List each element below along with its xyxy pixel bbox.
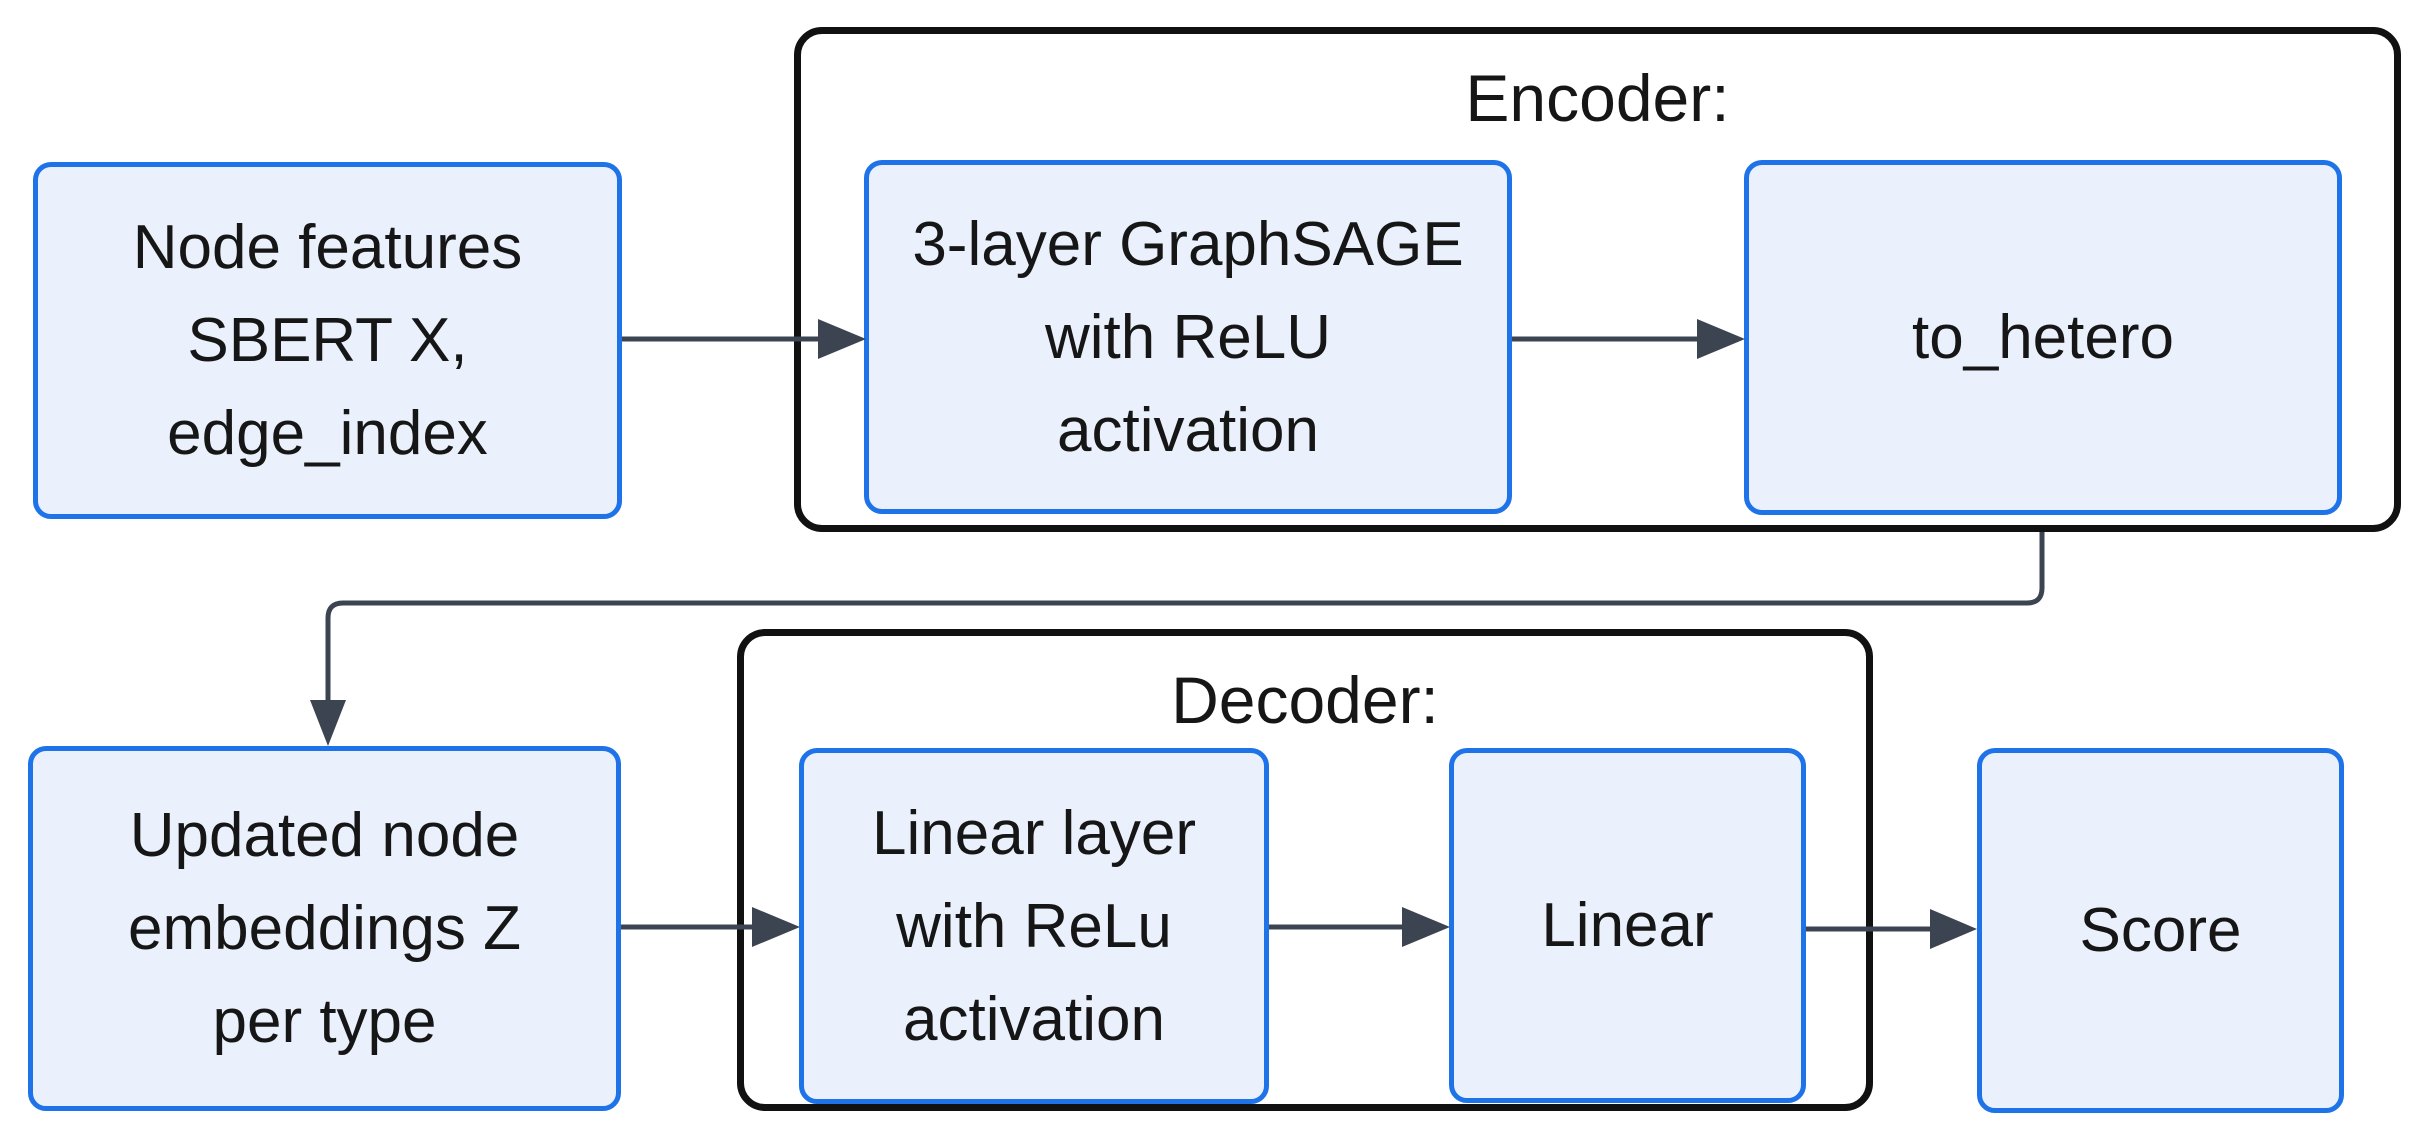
node-to-hetero: to_hetero — [1744, 160, 2342, 515]
arrowhead-icon — [1930, 909, 1977, 949]
node-linear: Linear — [1449, 748, 1806, 1103]
node-linear-line: Linear — [1541, 891, 1714, 960]
node-graphsage-line: 3-layer GraphSAGE — [912, 209, 1464, 279]
node-score-line: Score — [2079, 896, 2242, 965]
node-linear-relu-line: Linear layer — [872, 798, 1196, 868]
node-input-features-line: Node features — [132, 213, 523, 282]
arrowhead-icon — [310, 700, 346, 746]
node-graphsage-line: activation — [1057, 395, 1319, 465]
node-linear-relu: Linear layer with ReLu activation — [799, 748, 1269, 1104]
node-input-features: Node features SBERT X, edge_index — [33, 162, 622, 519]
node-updated-embeddings-line: embeddings Z — [128, 894, 521, 963]
encoder-group-label: Encoder: — [1465, 61, 1730, 135]
decoder-group-label: Decoder: — [1171, 663, 1439, 737]
node-input-features-line: SBERT X, — [187, 306, 468, 375]
node-graphsage-line: with ReLU — [1045, 302, 1331, 372]
node-score: Score — [1977, 748, 2344, 1113]
node-graphsage: 3-layer GraphSAGE with ReLU activation — [864, 160, 1512, 514]
node-updated-embeddings-line: per type — [212, 987, 437, 1056]
node-updated-embeddings-line: Updated node — [129, 801, 520, 870]
node-linear-relu-line: with ReLu — [896, 891, 1172, 961]
node-input-features-line: edge_index — [167, 399, 488, 468]
encoder-group-box: Encoder: — [794, 27, 2401, 532]
node-updated-embeddings: Updated node embeddings Z per type — [28, 746, 621, 1111]
node-linear-relu-line: activation — [903, 984, 1165, 1054]
node-to-hetero-line: to_hetero — [1912, 303, 2174, 372]
